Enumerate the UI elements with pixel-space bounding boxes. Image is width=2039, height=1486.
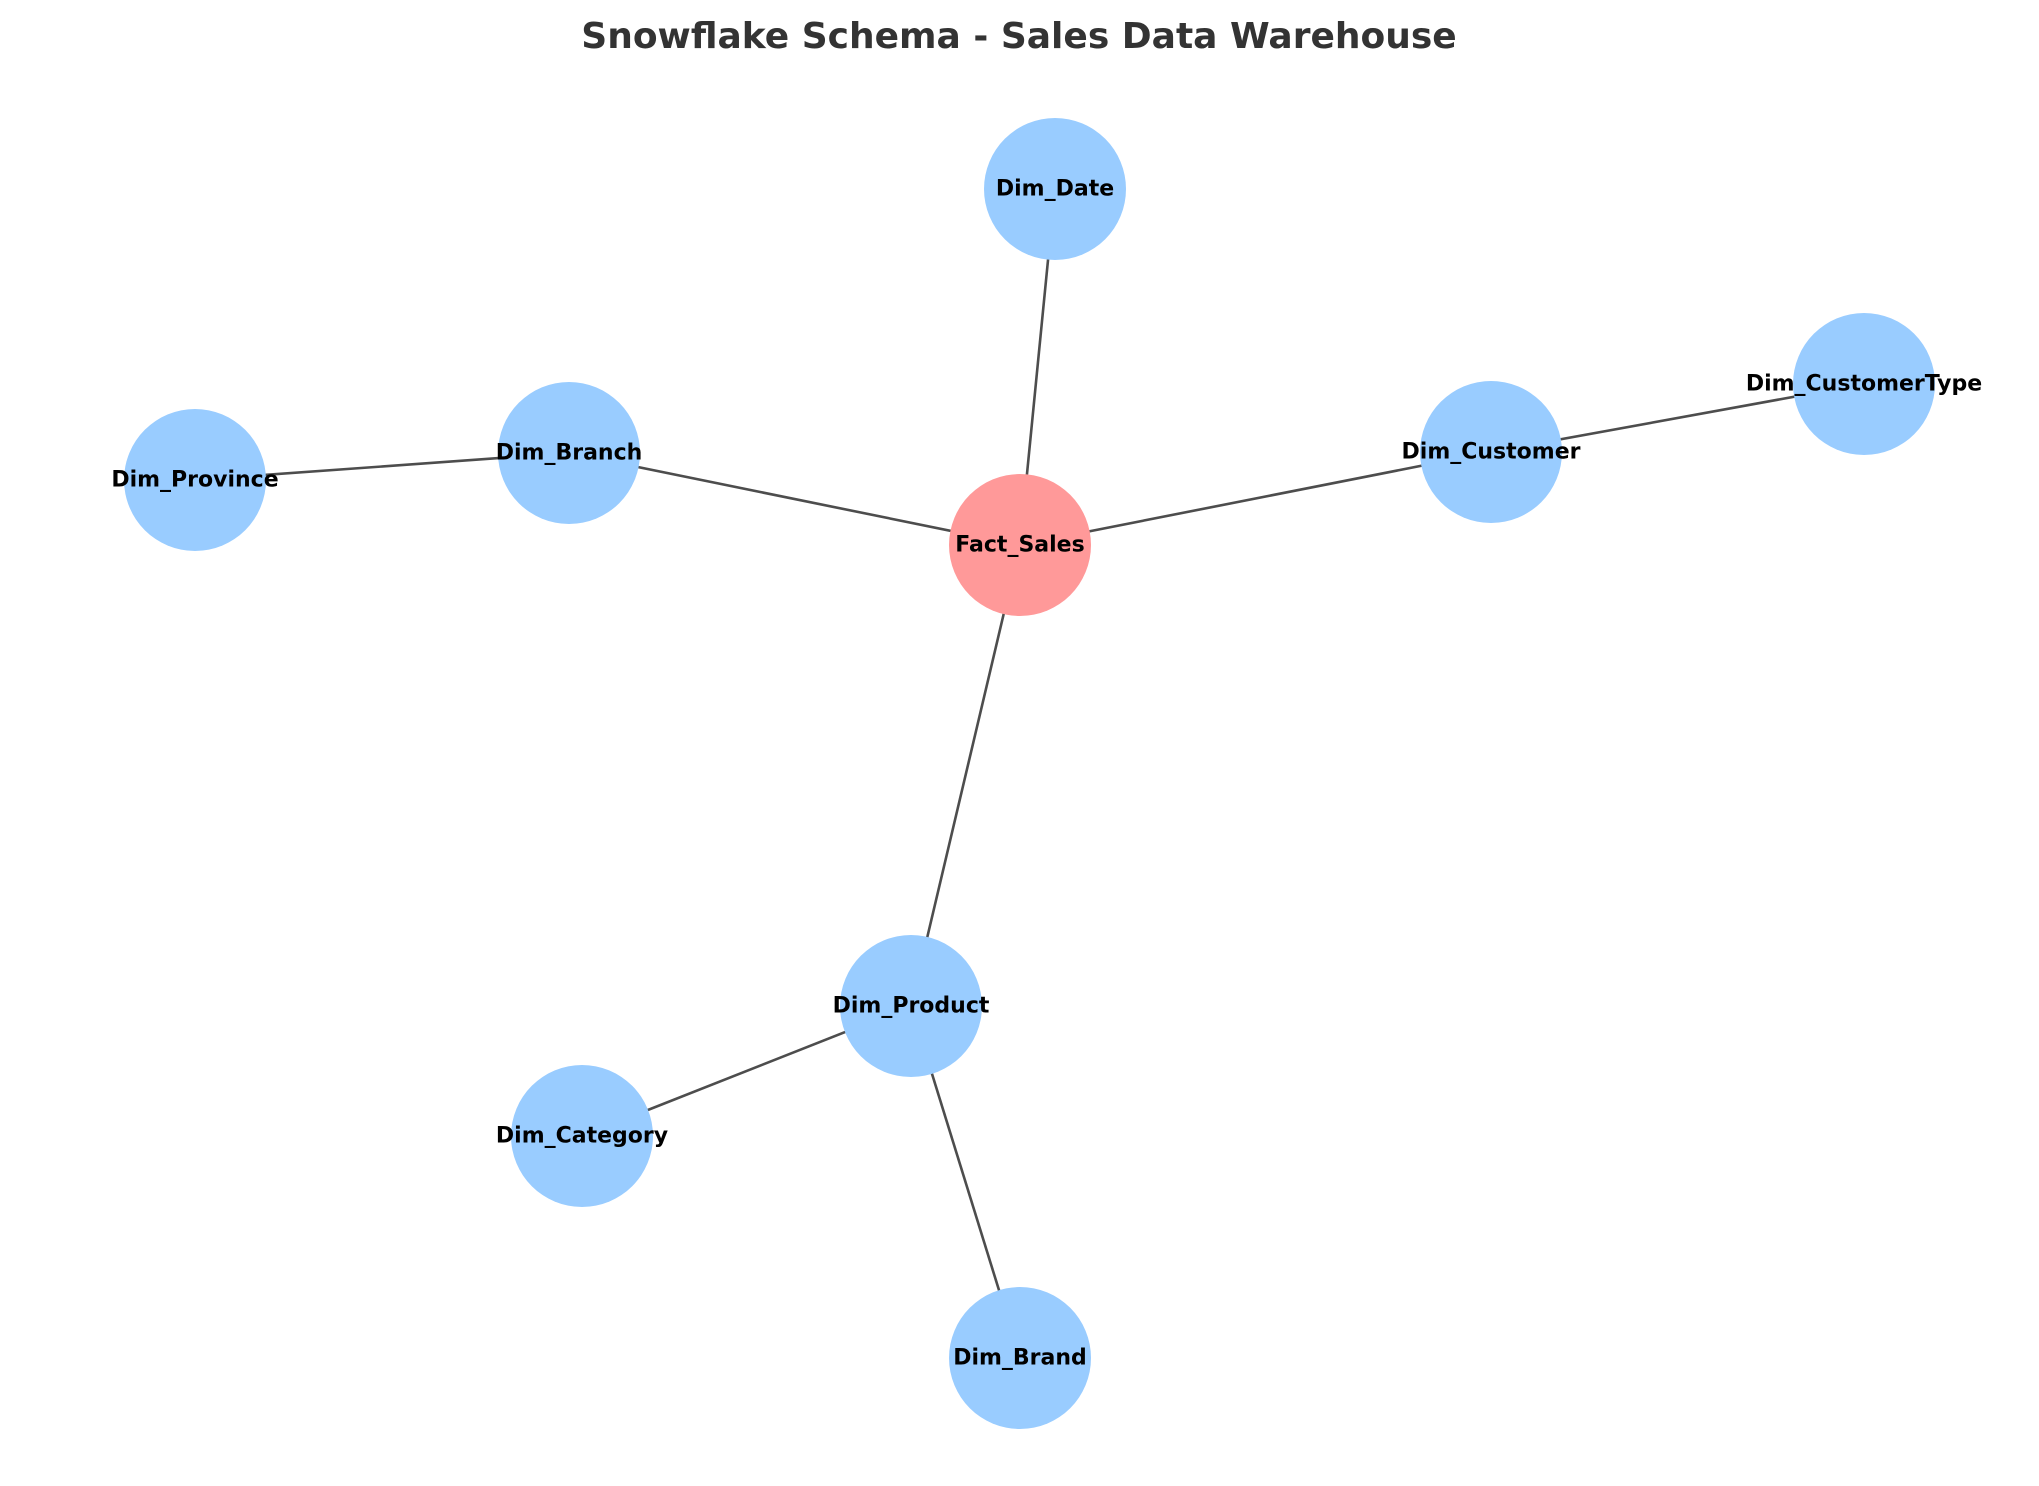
node-circle-dim-date — [984, 118, 1126, 260]
node-label-dim-product: Dim_Product — [833, 994, 990, 1019]
node-fact-sales: Fact_Sales — [949, 474, 1091, 616]
node-label-dim-customertype: Dim_CustomerType — [1746, 372, 1982, 397]
node-dim-branch: Dim_Branch — [496, 382, 643, 524]
node-circle-dim-branch — [498, 382, 640, 524]
node-dim-brand: Dim_Brand — [949, 1287, 1091, 1429]
node-label-dim-date: Dim_Date — [996, 177, 1114, 202]
node-label-dim-branch: Dim_Branch — [496, 441, 643, 466]
diagram-title: Snowflake Schema - Sales Data Warehouse — [581, 16, 1456, 57]
node-circle-dim-customertype — [1793, 313, 1935, 455]
node-circle-dim-customer — [1420, 381, 1562, 523]
node-dim-category: Dim_Category — [496, 1065, 668, 1207]
node-circle-dim-brand — [949, 1287, 1091, 1429]
node-circle-dim-category — [511, 1065, 653, 1207]
node-label-dim-category: Dim_Category — [496, 1124, 668, 1149]
node-dim-date: Dim_Date — [984, 118, 1126, 260]
node-circle-dim-product — [840, 935, 982, 1077]
edges-layer — [194, 188, 1865, 1359]
node-label-fact-sales: Fact_Sales — [955, 533, 1084, 558]
node-label-dim-customer: Dim_Customer — [1402, 440, 1581, 465]
node-label-dim-brand: Dim_Brand — [953, 1346, 1087, 1371]
node-dim-customertype: Dim_CustomerType — [1746, 313, 1982, 455]
node-dim-customer: Dim_Customer — [1402, 381, 1581, 523]
node-circle-dim-province — [124, 409, 266, 551]
node-label-dim-province: Dim_Province — [111, 468, 278, 493]
node-dim-product: Dim_Product — [833, 935, 990, 1077]
nodes-layer: Fact_Sales Dim_DateDim_BranchDim_Province… — [111, 118, 1982, 1429]
node-dim-province: Dim_Province — [111, 409, 279, 551]
edge-fact-sales-to-dim-customer — [1019, 450, 1492, 547]
edge-fact-sales-to-dim-branch — [568, 451, 1021, 547]
node-circle-fact-sales — [949, 474, 1091, 616]
edge-fact-sales-to-dim-product — [909, 544, 1022, 1007]
